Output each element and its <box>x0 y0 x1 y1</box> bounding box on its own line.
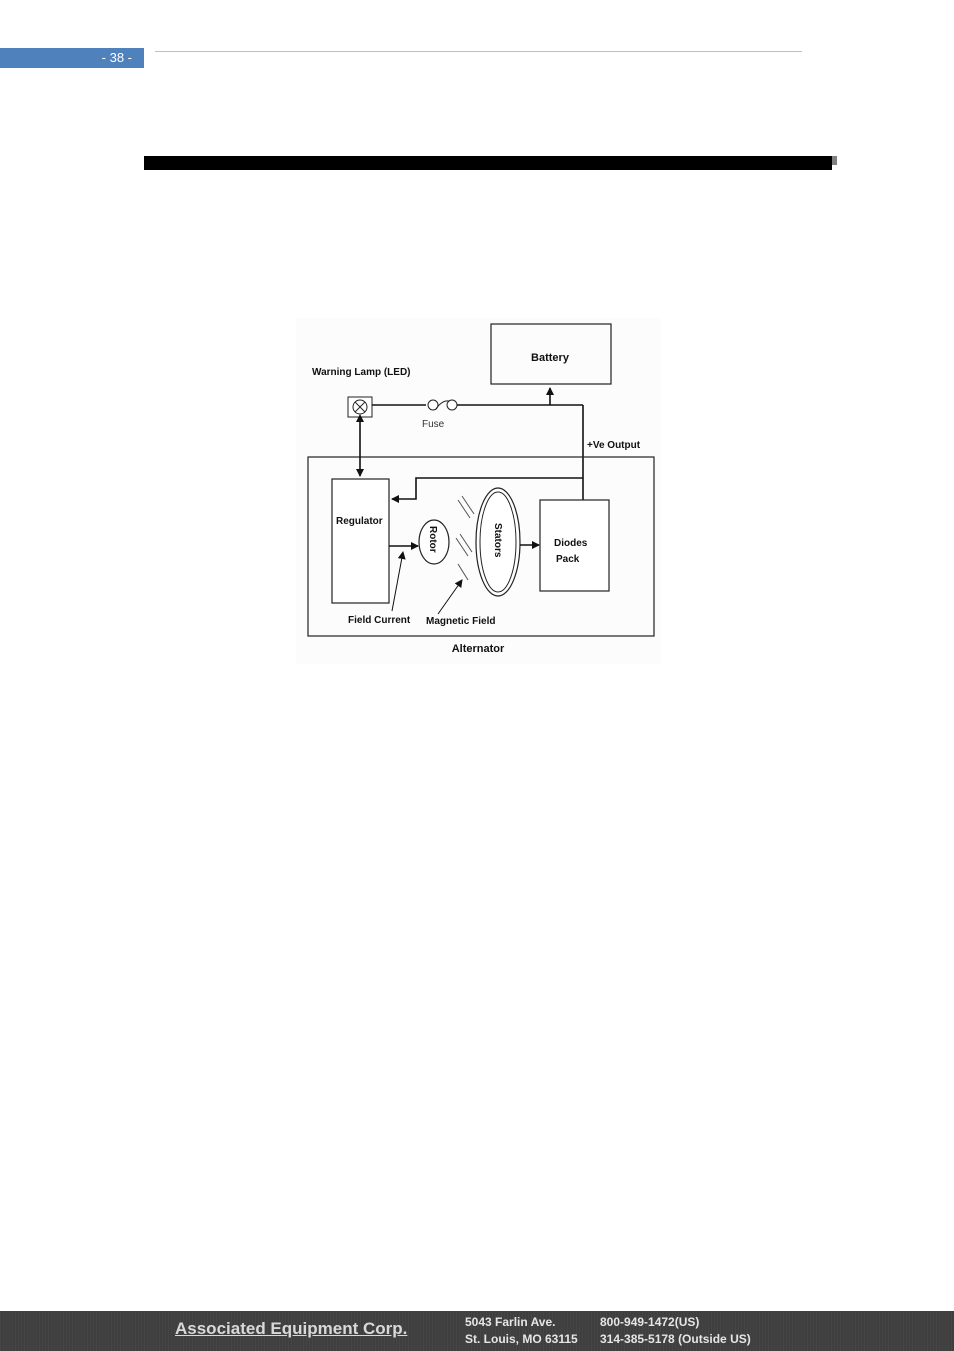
battery-box <box>490 323 612 385</box>
footer: Associated Equipment Corp. 5043 Farlin A… <box>0 1311 954 1351</box>
regulator-box <box>331 478 390 604</box>
company-link[interactable]: Associated Equipment Corp. <box>175 1319 408 1338</box>
phone-intl: 314-385-5178 (Outside US) <box>600 1332 751 1346</box>
section-title-bar <box>144 156 832 170</box>
rotor-label: Rotor <box>427 526 438 553</box>
page-number: - 38 - <box>0 48 144 68</box>
battery-label: Battery <box>531 352 570 364</box>
section-title-bar-end <box>832 156 837 165</box>
phone-block: 800-949-1472(US) 314-385-5178 (Outside U… <box>600 1314 751 1348</box>
regulator-label: Regulator <box>336 516 383 527</box>
alternator-label: Alternator <box>452 643 505 655</box>
warning-lamp-label: Warning Lamp (LED) <box>312 367 411 378</box>
address-line2: St. Louis, MO 63115 <box>465 1332 578 1346</box>
output-label: +Ve Output <box>587 440 641 451</box>
diodes-pack-box <box>539 499 610 592</box>
alternator-wiring-diagram: Battery Warning Lamp (LED) Fuse +Ve Outp… <box>296 318 661 664</box>
warning-lamp-icon <box>347 396 373 418</box>
fuse-icon <box>427 399 458 411</box>
phone-us: 800-949-1472(US) <box>600 1315 700 1329</box>
magnetic-field-lines <box>455 495 475 581</box>
diodes-label-line1: Diodes <box>554 538 588 549</box>
address-line1: 5043 Farlin Ave. <box>465 1315 556 1329</box>
stators-label: Stators <box>492 523 503 558</box>
magnetic-field-label: Magnetic Field <box>426 616 495 627</box>
stators-inner <box>479 491 517 593</box>
address-block: 5043 Farlin Ave. St. Louis, MO 63115 <box>465 1314 578 1348</box>
fuse-label: Fuse <box>422 419 445 430</box>
header-rule <box>155 51 802 52</box>
field-current-label: Field Current <box>348 615 411 626</box>
stators-outer <box>475 487 521 597</box>
diodes-label-line2: Pack <box>556 554 580 565</box>
alternator-box <box>307 456 655 637</box>
rotor-oval <box>418 519 450 565</box>
